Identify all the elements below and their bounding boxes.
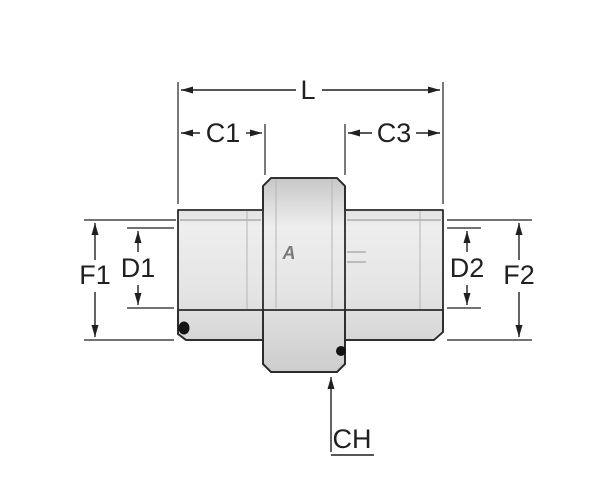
fitting-body (178, 178, 443, 372)
dimension-L: L (181, 75, 440, 105)
dimension-D2: D2 (450, 231, 485, 305)
dim-label-C1: C1 (206, 118, 241, 148)
dimension-D1: D1 (121, 231, 156, 305)
dimension-C1: C1 (181, 118, 262, 148)
extension-lines (84, 82, 532, 341)
dimension-F1: F1 (79, 223, 111, 337)
fitting-outline (177, 177, 444, 373)
dimension-C3: C3 (348, 118, 440, 148)
dim-label-CH: CH (333, 424, 372, 454)
dim-label-F2: F2 (503, 260, 535, 290)
dim-label-F1: F1 (79, 260, 111, 290)
dim-label-C3: C3 (377, 118, 412, 148)
dim-label-L: L (300, 75, 315, 105)
manufacturer-logo: A (282, 243, 296, 263)
dimension-CH: CH (327, 377, 374, 456)
o-ring-seal-left (178, 321, 190, 335)
o-ring-seal-hex (336, 346, 346, 356)
dimension-F2: F2 (503, 223, 535, 337)
dim-label-D1: D1 (121, 253, 156, 283)
dim-label-D2: D2 (450, 253, 485, 283)
